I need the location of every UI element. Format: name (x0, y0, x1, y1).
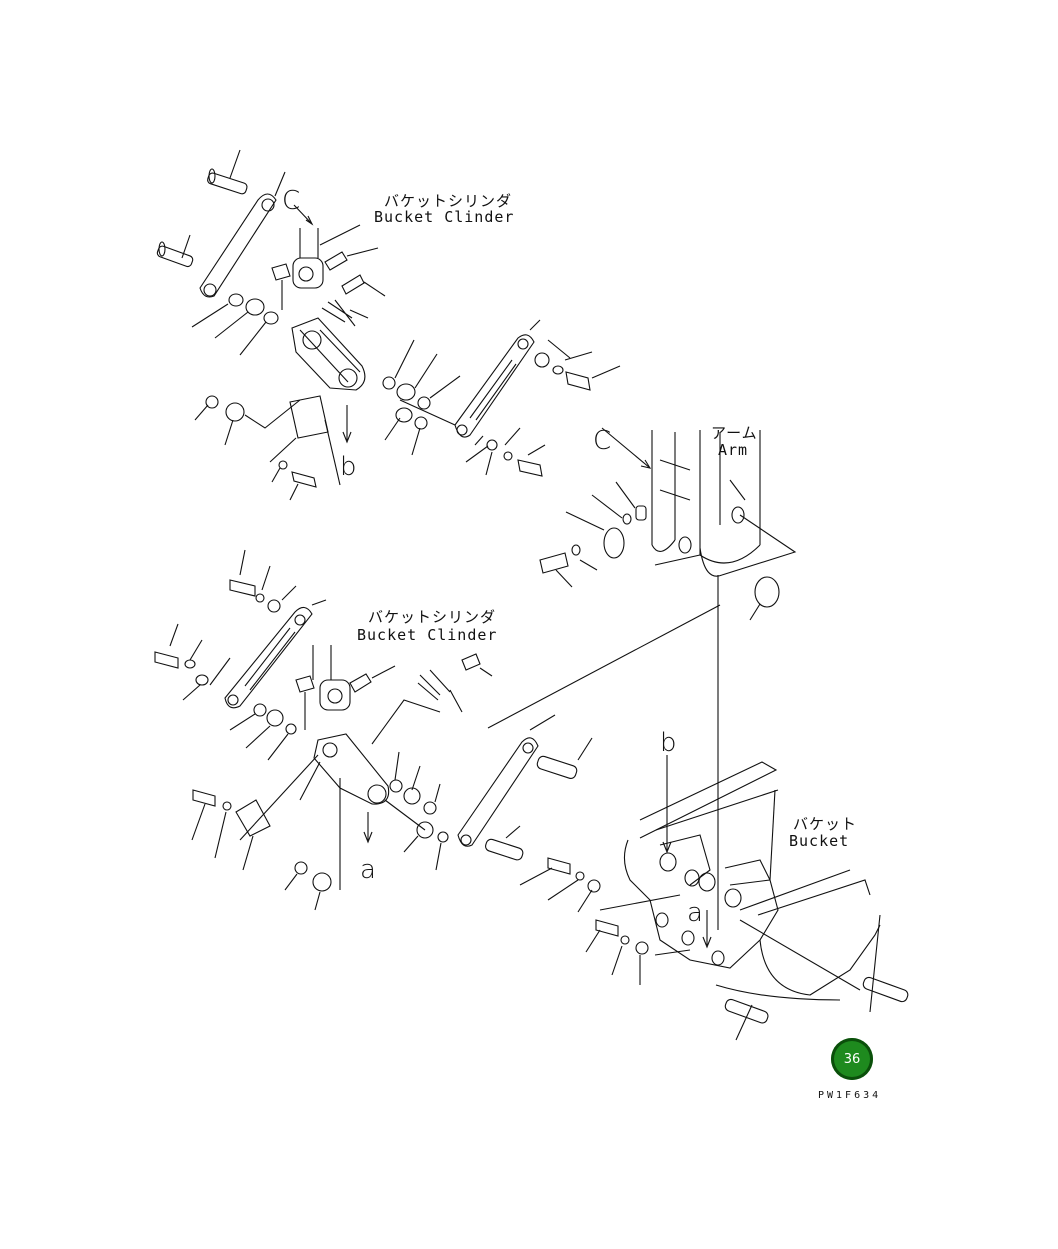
arrow-c-arm (601, 427, 651, 469)
bucket (585, 575, 909, 1041)
arrow-c-top (293, 204, 313, 225)
label-bucket-jp: バケット (793, 815, 858, 833)
lever-top (291, 317, 366, 391)
ref-label-b-top: b (340, 452, 357, 482)
link-bar-top-right (454, 319, 541, 438)
view-label-c-top: C (282, 186, 301, 216)
view-label-c-arm: C (593, 426, 612, 456)
page-number-badge: 36 (831, 1038, 873, 1080)
label-arm-jp: アーム (711, 424, 758, 442)
label-arm-en: Arm (718, 441, 749, 459)
label-bucket-cylinder-top-jp: バケットシリンダ (384, 192, 513, 210)
arm-end (651, 430, 797, 577)
pin-top-1 (207, 149, 248, 195)
label-bucket-en: Bucket (789, 832, 850, 850)
pin-top-2 (156, 234, 194, 268)
link-bar-top-left (199, 171, 286, 298)
lower-assembly (154, 549, 721, 913)
top-assembly (156, 149, 621, 501)
label-bucket-cylinder-bottom-en: Bucket Clinder (357, 626, 498, 644)
label-bucket-cylinder-bottom-jp: バケットシリンダ (368, 608, 497, 626)
ref-label-a-bucket: a (687, 898, 703, 928)
shim-plate-top (269, 395, 329, 463)
label-bucket-cylinder-top-en: Bucket Clinder (374, 208, 515, 226)
ref-label-a-bottom: a (360, 855, 376, 885)
drawing-code: PW1F634 (818, 1090, 882, 1101)
bucket-cylinder-end-top (292, 228, 324, 289)
ref-label-b-bucket: b (660, 728, 677, 758)
